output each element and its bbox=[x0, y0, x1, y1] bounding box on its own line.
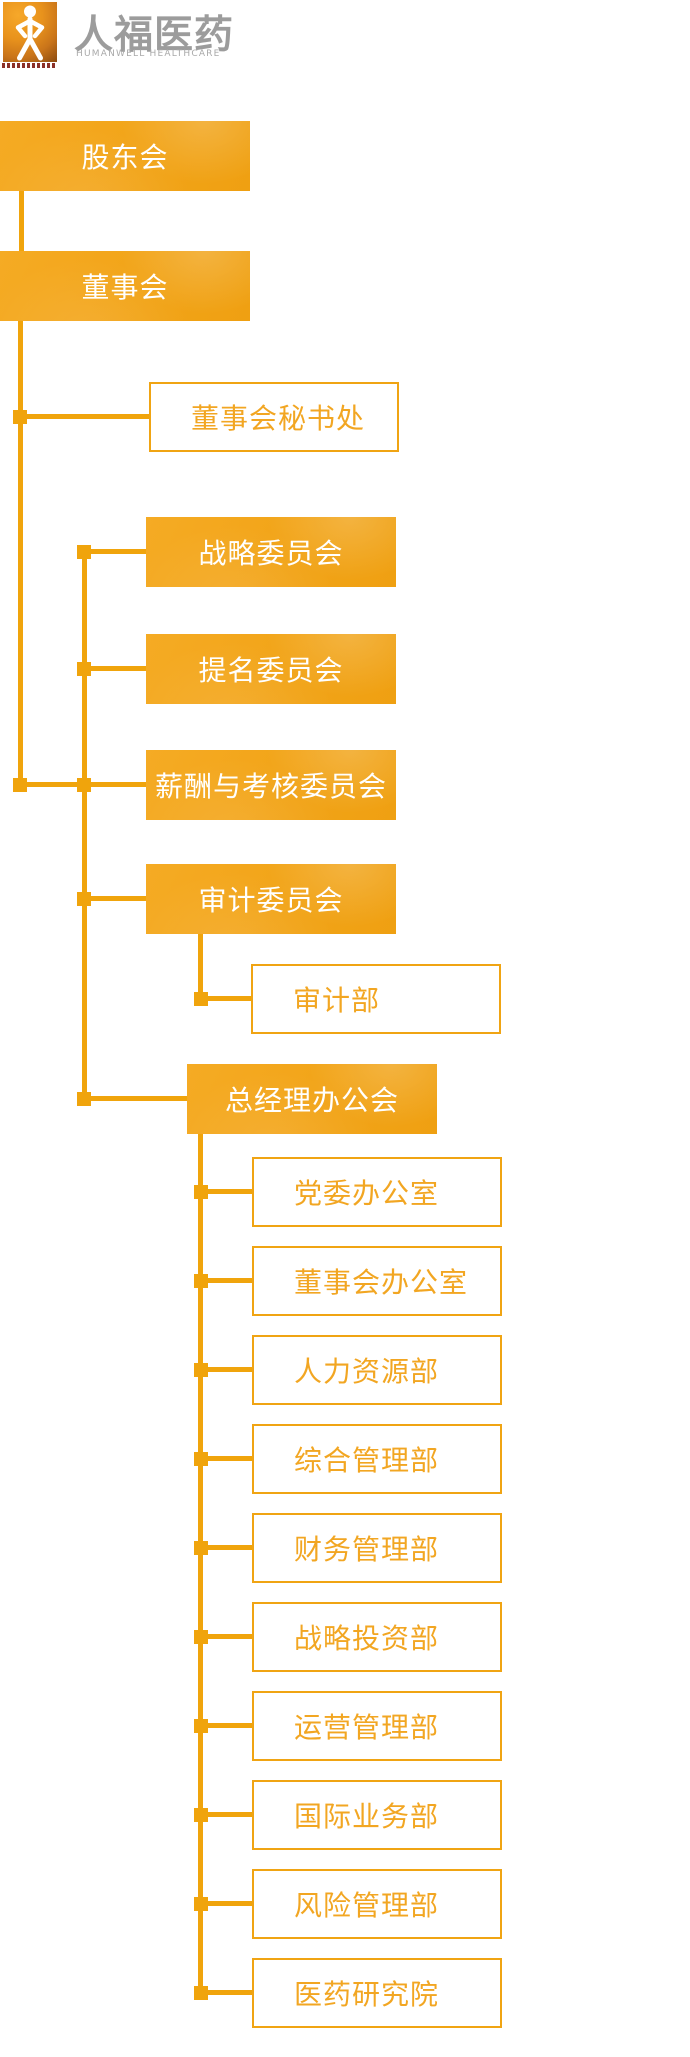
org-box-nomination-committee: 提名委员会 bbox=[146, 634, 396, 704]
org-box-remuneration-committee: 薪酬与考核委员会 bbox=[146, 750, 396, 820]
junction-node bbox=[194, 1274, 208, 1288]
junction-node bbox=[13, 410, 27, 424]
connector-operations-dept bbox=[201, 1723, 252, 1728]
connector-audit-drop bbox=[198, 934, 203, 999]
junction-node bbox=[194, 1808, 208, 1822]
junction-node bbox=[13, 778, 27, 792]
connector-international-dept bbox=[201, 1812, 252, 1817]
org-box-international-dept: 国际业务部 bbox=[252, 1780, 502, 1850]
junction-node bbox=[77, 892, 91, 906]
connector-hr-dept bbox=[201, 1367, 252, 1372]
junction-node bbox=[194, 1363, 208, 1377]
junction-node bbox=[194, 1630, 208, 1644]
company-logo: 人福医药 HUMANWELL HEALTHCARE bbox=[0, 0, 260, 70]
org-box-strategic-investment-dept: 战略投资部 bbox=[252, 1602, 502, 1672]
org-box-party-office: 党委办公室 bbox=[252, 1157, 502, 1227]
org-box-general-admin-dept: 综合管理部 bbox=[252, 1424, 502, 1494]
org-box-board: 董事会 bbox=[0, 251, 250, 321]
org-box-risk-dept: 风险管理部 bbox=[252, 1869, 502, 1939]
junction-node bbox=[194, 992, 208, 1006]
connector-audit-committee bbox=[84, 896, 146, 901]
junction-node bbox=[194, 1452, 208, 1466]
brand-name-english: HUMANWELL HEALTHCARE bbox=[76, 49, 221, 59]
connector-board-trunk bbox=[18, 321, 23, 785]
org-box-hr-dept: 人力资源部 bbox=[252, 1335, 502, 1405]
org-box-audit-dept: 审计部 bbox=[251, 964, 501, 1034]
connector-departments-trunk bbox=[198, 1134, 203, 1993]
org-box-board-office: 董事会办公室 bbox=[252, 1246, 502, 1316]
org-box-board-secretariat: 董事会秘书处 bbox=[149, 382, 399, 452]
connector-nomination-committee bbox=[84, 666, 146, 671]
logo-caption-strip bbox=[2, 63, 56, 68]
org-box-audit-committee: 审计委员会 bbox=[146, 864, 396, 934]
junction-node bbox=[77, 1092, 91, 1106]
junction-node bbox=[194, 1897, 208, 1911]
connector-strategy-committee bbox=[84, 549, 146, 554]
connector-audit-dept bbox=[201, 996, 252, 1001]
connector-general-admin-dept bbox=[201, 1456, 252, 1461]
org-box-operations-dept: 运营管理部 bbox=[252, 1691, 502, 1761]
connector-party-office bbox=[201, 1189, 252, 1194]
junction-node bbox=[194, 1986, 208, 2000]
connector-committee-trunk bbox=[82, 552, 87, 1099]
connector-board-office bbox=[201, 1278, 252, 1283]
junction-node bbox=[194, 1185, 208, 1199]
connector-pharma-research bbox=[201, 1990, 252, 1995]
org-box-pharma-research-institute: 医药研究院 bbox=[252, 1958, 502, 2028]
junction-node bbox=[77, 662, 91, 676]
connector-finance-dept bbox=[201, 1545, 252, 1550]
junction-node bbox=[194, 1719, 208, 1733]
org-box-gm-office-meeting: 总经理办公会 bbox=[187, 1064, 437, 1134]
junction-node bbox=[194, 1541, 208, 1555]
connector-shareholders-board bbox=[19, 191, 24, 251]
connector-gm-office bbox=[84, 1096, 187, 1101]
connector-strategic-investment-dept bbox=[201, 1634, 252, 1639]
junction-node bbox=[77, 778, 91, 792]
connector-risk-dept bbox=[201, 1901, 252, 1906]
connector-board-secretariat bbox=[20, 414, 149, 419]
junction-node bbox=[77, 545, 91, 559]
org-box-shareholders: 股东会 bbox=[0, 121, 250, 191]
brand-name-chinese: 人福医药 bbox=[74, 13, 235, 58]
org-box-finance-dept: 财务管理部 bbox=[252, 1513, 502, 1583]
org-box-strategy-committee: 战略委员会 bbox=[146, 517, 396, 587]
person-icon bbox=[3, 2, 57, 62]
